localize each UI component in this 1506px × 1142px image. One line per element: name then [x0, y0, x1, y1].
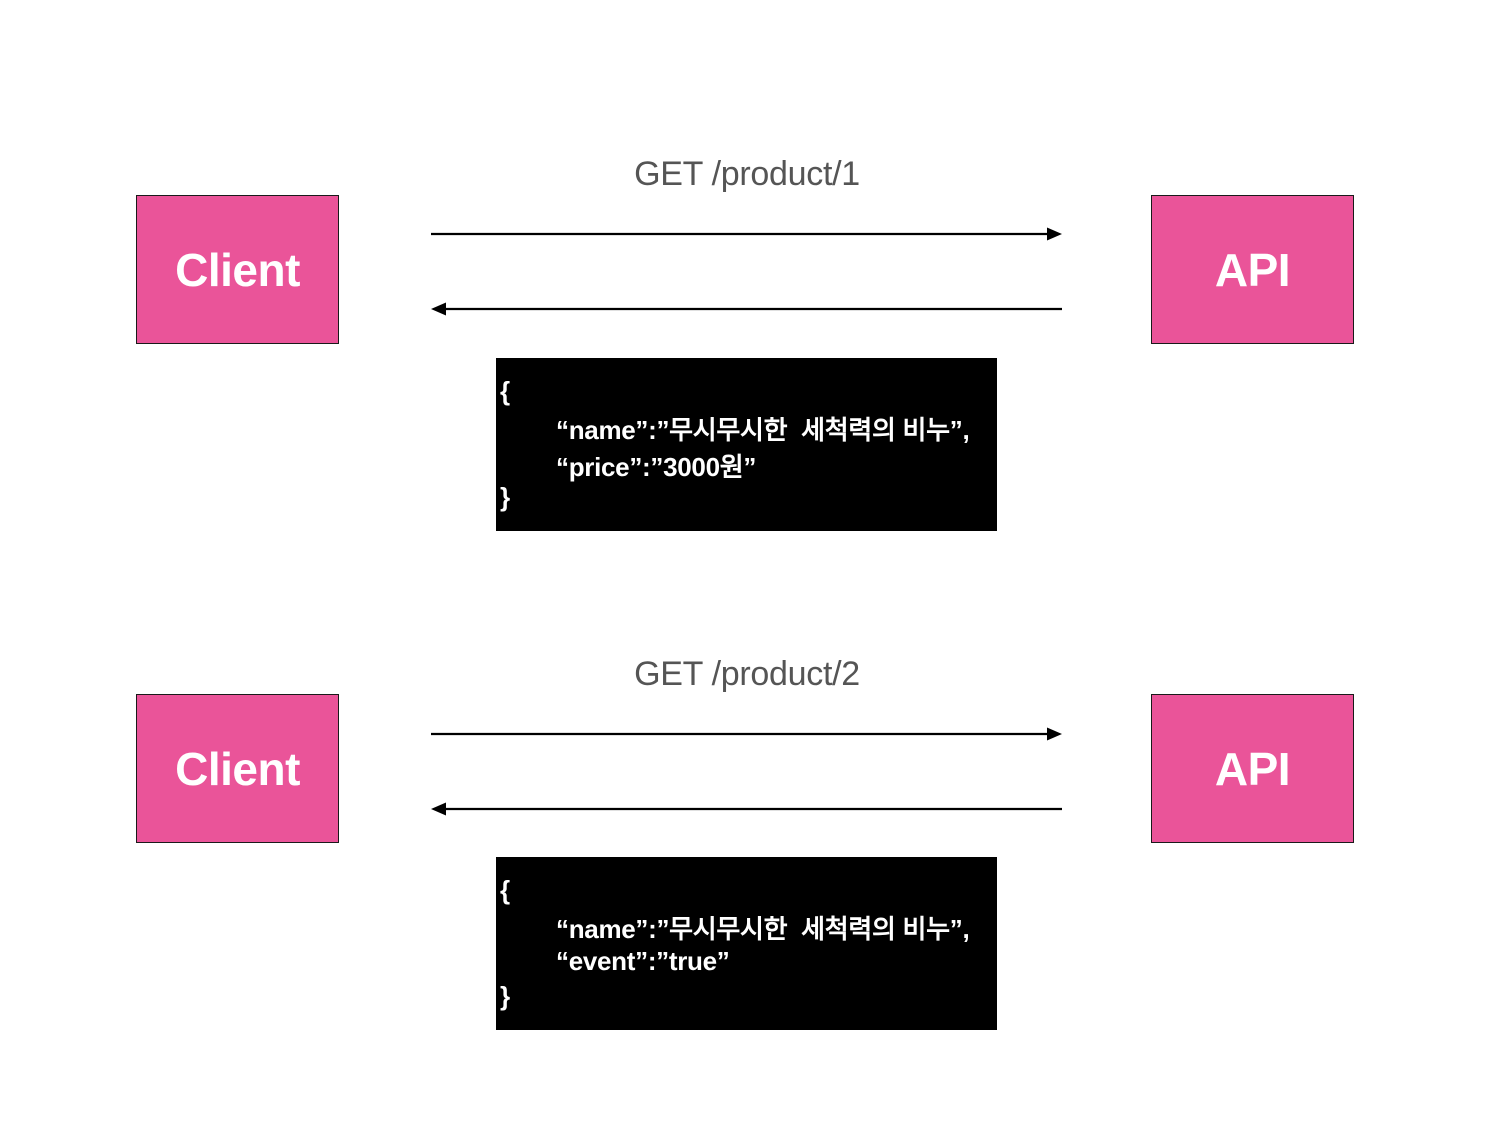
api-label: API [1214, 742, 1291, 795]
api-box-1: API [1151, 195, 1354, 344]
request-arrowhead-2 [1047, 727, 1062, 741]
request-label-1: GET /product/1 [634, 155, 860, 193]
json-open-brace: { [500, 376, 510, 406]
json-field-event: “event”:”true” [556, 946, 730, 976]
json-field-name: “name”:”무시무시한 세척력의 비누”, [556, 415, 970, 445]
api-box-2: API [1151, 694, 1354, 843]
request-arrowhead-1 [1047, 227, 1062, 241]
client-box-1: Client [136, 195, 339, 344]
response-arrowhead-1 [431, 302, 446, 316]
api-label: API [1214, 243, 1291, 296]
request-label-2: GET /product/2 [634, 655, 860, 693]
client-box-2: Client [136, 694, 339, 843]
json-field-name: “name”:”무시무시한 세척력의 비누”, [556, 914, 970, 944]
json-close-brace: } [500, 482, 510, 512]
response-arrowhead-2 [431, 802, 446, 816]
client-label: Client [175, 742, 300, 795]
json-open-brace: { [500, 875, 510, 905]
client-label: Client [175, 243, 300, 296]
json-close-brace: } [500, 981, 510, 1011]
response-json-1: { “name”:”무시무시한 세척력의 비누”, “price”:”3000원… [496, 358, 997, 531]
response-json-2: { “name”:”무시무시한 세척력의 비누”, “event”:”true”… [496, 857, 997, 1030]
json-field-price: “price”:”3000원” [556, 452, 757, 482]
